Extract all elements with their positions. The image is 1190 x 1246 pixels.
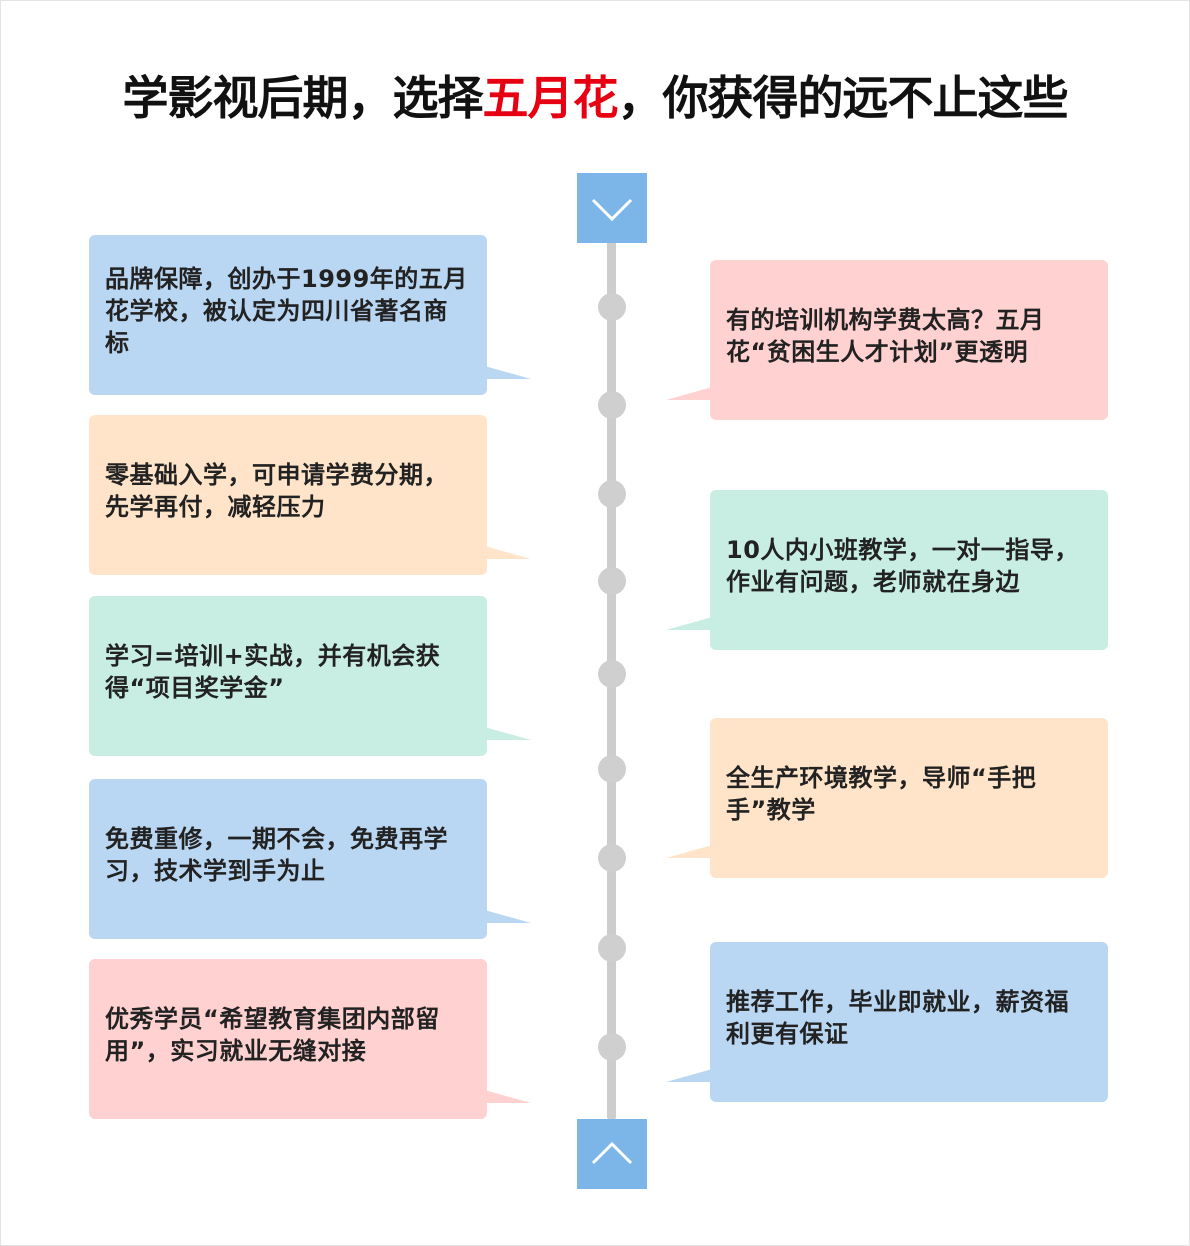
left-card-internship: 优秀学员“希望教育集团内部留用”，实习就业无缝对接 [89,959,531,1119]
timeline-dot [598,293,626,321]
card-text: 全生产环境教学，导师“手把手”教学 [726,764,1037,824]
timeline-dot [598,844,626,872]
timeline-top-cap[interactable] [577,173,647,243]
card-tail [481,909,531,923]
card-tail [481,1089,531,1103]
card-text: 10人内小班教学，一对一指导，作业有问题，老师就在身边 [726,536,1079,596]
left-card-installment: 零基础入学，可申请学费分期，先学再付，减轻压力 [89,415,531,575]
right-card-small-class: 10人内小班教学，一对一指导，作业有问题，老师就在身边 [666,490,1108,650]
card-tail [481,726,531,740]
timeline-dot [598,480,626,508]
card-tail [481,545,531,559]
timeline-dot [598,391,626,419]
card-text: 零基础入学，可申请学费分期，先学再付，减轻压力 [105,461,448,521]
title-highlight: 五月花 [482,71,619,125]
card-text: 有的培训机构学费太高？五月花“贫困生人才计划”更透明 [726,306,1045,366]
card-text: 学习=培训+实战，并有机会获得“项目奖学金” [105,642,441,702]
page-title: 学影视后期，选择五月花，你获得的远不止这些 [0,62,1190,128]
right-card-tuition: 有的培训机构学费太高？五月花“贫困生人才计划”更透明 [666,260,1108,420]
title-part1: 学影视后期，选择 [122,71,484,125]
title-part2: ，你获得的远不止这些 [617,71,1069,125]
timeline-dot [598,934,626,962]
timeline-dot [598,567,626,595]
chevron-down-icon [591,198,633,222]
card-tail [666,844,716,858]
left-card-brand: 品牌保障，创办于1999年的五月花学校，被认定为四川省著名商标 [89,235,531,395]
card-tail [666,616,716,630]
left-card-retake: 免费重修，一期不会，免费再学习，技术学到手为止 [89,779,531,939]
timeline-dot [598,1033,626,1061]
timeline-dot [598,660,626,688]
card-tail [666,1068,716,1082]
card-text: 优秀学员“希望教育集团内部留用”，实习就业无缝对接 [105,1005,440,1065]
right-card-employment: 推荐工作，毕业即就业，薪资福利更有保证 [666,942,1108,1102]
card-text: 免费重修，一期不会，免费再学习，技术学到手为止 [105,825,448,885]
card-text: 推荐工作，毕业即就业，薪资福利更有保证 [726,988,1069,1048]
timeline-bottom-cap[interactable] [577,1119,647,1189]
chevron-up-icon [591,1141,633,1165]
card-tail [481,365,531,379]
right-card-production: 全生产环境教学，导师“手把手”教学 [666,718,1108,878]
timeline-dot [598,755,626,783]
card-tail [666,386,716,400]
card-text: 品牌保障，创办于1999年的五月花学校，被认定为四川省著名商标 [105,265,468,357]
left-card-scholarship: 学习=培训+实战，并有机会获得“项目奖学金” [89,596,531,756]
